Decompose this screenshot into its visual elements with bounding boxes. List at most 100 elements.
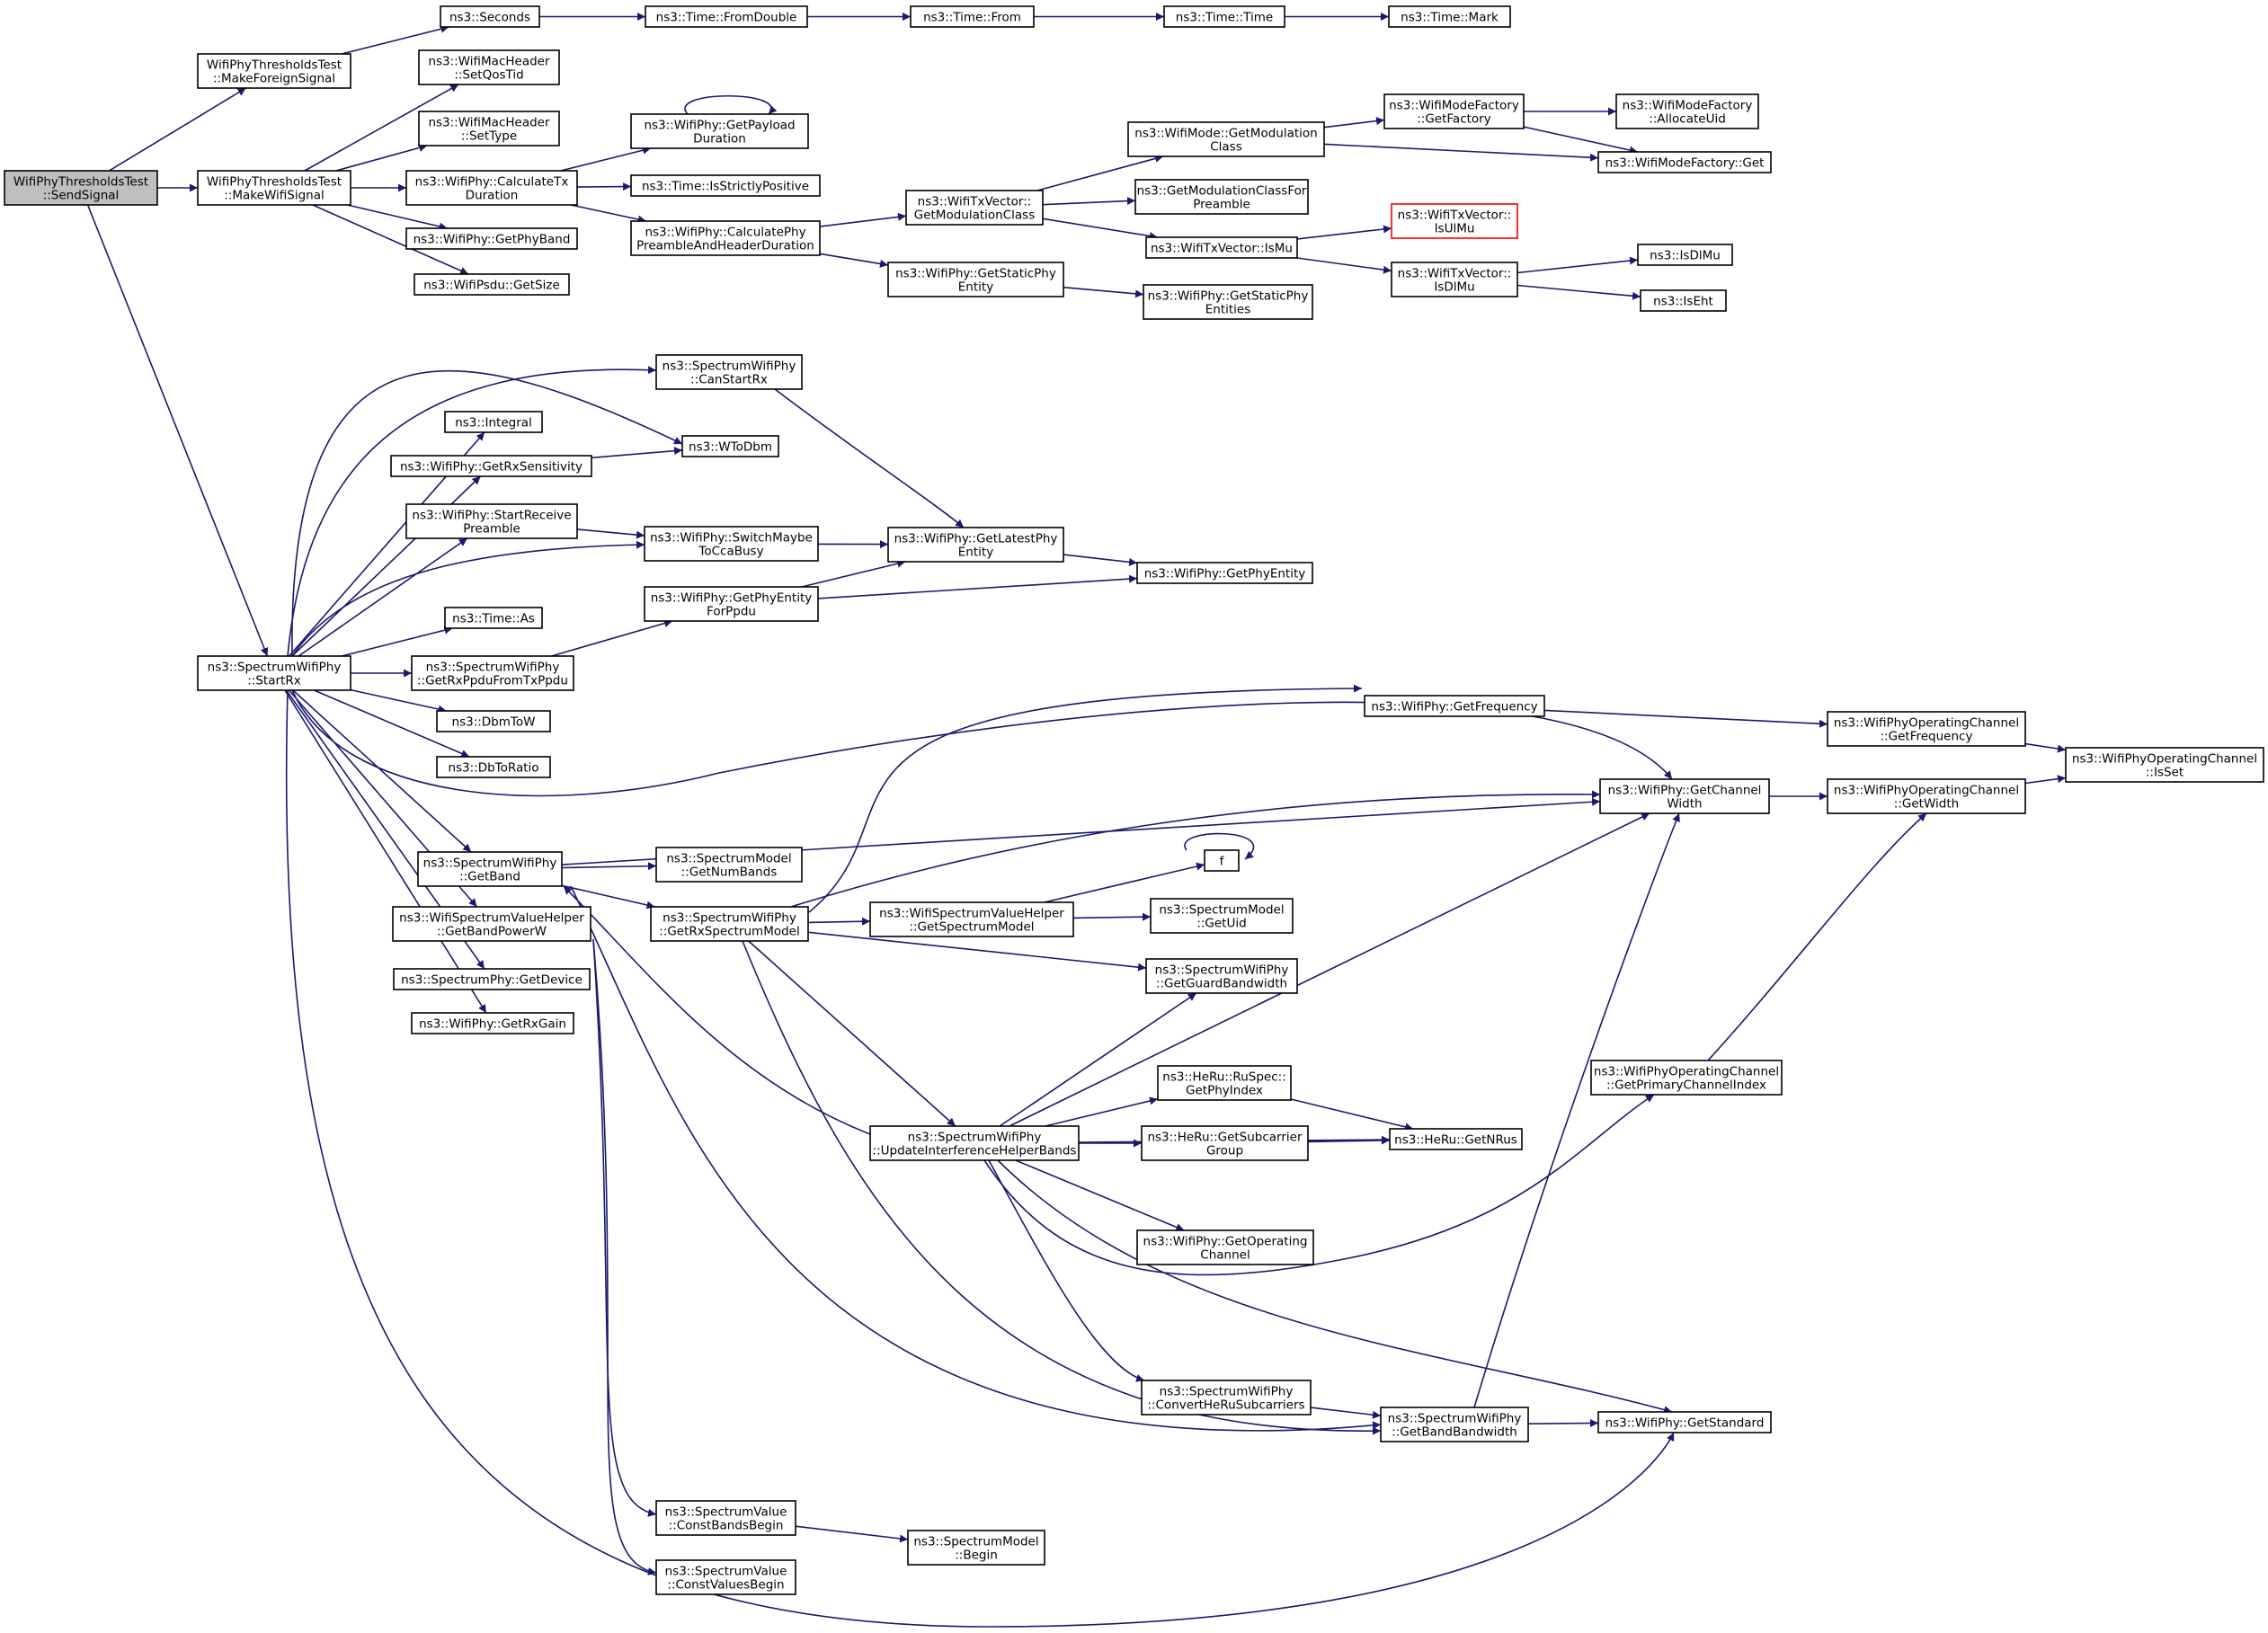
node-box: [1391, 203, 1518, 239]
node-label: ns3::SpectrumWifiPhy: [423, 856, 557, 871]
node-opChGetPrimary[interactable]: ns3::WifiPhyOperatingChannel::GetPrimary…: [1590, 1060, 1783, 1096]
node-getBandBw[interactable]: ns3::SpectrumWifiPhy::GetBandBandwidth: [1380, 1407, 1529, 1442]
edge-getModClassTx-to-isMu: [1042, 217, 1159, 241]
node-opChGetFreq[interactable]: ns3::WifiPhyOperatingChannel::GetFrequen…: [1827, 711, 2026, 747]
node-fnF[interactable]: f: [1204, 849, 1240, 872]
node-smBegin[interactable]: ns3::SpectrumModel::Begin: [907, 1530, 1045, 1566]
node-getRxGain[interactable]: ns3::WifiPhy::GetRxGain: [411, 1012, 574, 1034]
node-getNRus[interactable]: ns3::HeRu::GetNRus: [1389, 1128, 1523, 1150]
node-convertHeRu[interactable]: ns3::SpectrumWifiPhy::ConvertHeRuSubcarr…: [1141, 1380, 1312, 1416]
edge-txIsDlMu-to-isEht: [1516, 284, 1641, 300]
node-getPhyEntity[interactable]: ns3::WifiPhy::GetPhyEntity: [1136, 562, 1313, 584]
node-setQosTid[interactable]: ns3::WifiMacHeader::SetQosTid: [418, 49, 560, 85]
node-calcPhyPre[interactable]: ns3::WifiPhy::CalculatePhyPreambleAndHea…: [630, 220, 821, 256]
node-label: ns3::WifiTxVector::: [918, 195, 1032, 209]
node-isEht[interactable]: ns3::IsEht: [1640, 289, 1727, 312]
node-label: ::UpdateInterferenceHelperBands: [873, 1144, 1077, 1158]
node-startRx[interactable]: ns3::SpectrumWifiPhy::StartRx: [197, 655, 351, 691]
node-constValuesBegin[interactable]: ns3::SpectrumValue::ConstValuesBegin: [655, 1559, 796, 1595]
node-getBand[interactable]: ns3::SpectrumWifiPhy::GetBand: [417, 851, 563, 887]
node-getFrequency[interactable]: ns3::WifiPhy::GetFrequency: [1364, 695, 1545, 717]
node-label: Preamble: [1193, 198, 1250, 212]
node-box: [1615, 93, 1759, 129]
node-sendSignal[interactable]: WifiPhyThresholdsTest::SendSignal: [4, 170, 158, 206]
node-getBandPowerW[interactable]: ns3::WifiSpectrumValueHelper::GetBandPow…: [392, 906, 591, 942]
node-timeMark[interactable]: ns3::Time::Mark: [1388, 5, 1511, 28]
node-getGuardBw[interactable]: ns3::SpectrumWifiPhy::GetGuardBandwidth: [1145, 958, 1298, 994]
edge-getPhyEntityForPpdu-to-getLatestPhyEntity: [801, 559, 906, 588]
node-updateIHB[interactable]: ns3::SpectrumWifiPhy::UpdateInterference…: [869, 1125, 1080, 1161]
node-isStrictlyPos[interactable]: ns3::Time::IsStrictlyPositive: [630, 174, 821, 197]
edge-updateIHB-to-opChGetPrimary: [983, 1094, 1655, 1276]
node-wsvhGetSpecModel[interactable]: ns3::WifiSpectrumValueHelper::GetSpectru…: [869, 901, 1074, 937]
node-getDevice[interactable]: ns3::SpectrumPhy::GetDevice: [393, 968, 591, 990]
node-box: [197, 170, 351, 206]
node-setType[interactable]: ns3::WifiMacHeader::SetType: [418, 111, 560, 146]
node-getRxPpdu[interactable]: ns3::SpectrumWifiPhy::GetRxPpduFromTxPpd…: [411, 655, 574, 691]
edge-getRxSpecModel-to-getChWidth: [790, 790, 1601, 908]
node-isDlMu[interactable]: ns3::IsDlMu: [1637, 244, 1733, 266]
node-dbToRatio[interactable]: ns3::DbToRatio: [436, 756, 551, 778]
node-constBandsBegin[interactable]: ns3::SpectrumValue::ConstBandsBegin: [655, 1500, 796, 1536]
node-wToDbm[interactable]: ns3::WToDbm: [681, 435, 779, 457]
node-getSize[interactable]: ns3::WifiPsdu::GetSize: [414, 273, 570, 296]
node-getPhyIndex[interactable]: ns3::HeRu::RuSpec::GetPhyIndex: [1157, 1065, 1292, 1101]
node-opChGetWidth[interactable]: ns3::WifiPhyOperatingChannel::GetWidth: [1827, 778, 2026, 814]
node-allocateUid[interactable]: ns3::WifiModeFactory::AllocateUid: [1615, 93, 1759, 129]
node-makeWifi[interactable]: WifiPhyThresholdsTest::MakeWifiSignal: [197, 170, 351, 206]
node-timeAs[interactable]: ns3::Time::As: [444, 607, 543, 629]
node-label: ns3::WifiPhy::GetFrequency: [1371, 700, 1537, 714]
node-label: ns3::WifiMode::GetModulation: [1134, 127, 1317, 141]
node-label: Entities: [1205, 303, 1251, 317]
node-box: [655, 354, 803, 390]
node-getNumBands[interactable]: ns3::SpectrumModel::GetNumBands: [655, 847, 803, 883]
edge-getRxSpecModel-to-getGuardBw: [807, 931, 1147, 972]
node-getRxSens[interactable]: ns3::WifiPhy::GetRxSensitivity: [390, 455, 592, 477]
edge-startRx-to-getBand: [292, 689, 472, 853]
node-dbmToW[interactable]: ns3::DbmToW: [436, 710, 551, 732]
node-opChIsSet[interactable]: ns3::WifiPhyOperatingChannel::IsSet: [2065, 747, 2264, 783]
node-getRxSpecModel[interactable]: ns3::SpectrumWifiPhy::GetRxSpectrumModel: [650, 906, 809, 942]
node-timeFrom[interactable]: ns3::Time::From: [910, 5, 1035, 28]
node-label: ::SetType: [461, 129, 517, 144]
node-txIsDlMu[interactable]: ns3::WifiTxVector::IsDlMu: [1391, 262, 1518, 297]
node-label: ns3::WifiPhy::SwitchMaybe: [650, 531, 813, 546]
node-getModClassTx[interactable]: ns3::WifiTxVector::GetModulationClass: [905, 190, 1044, 226]
node-box: [1157, 1065, 1292, 1101]
node-box: [869, 1125, 1080, 1161]
node-getPhyBand[interactable]: ns3::WifiPhy::GetPhyBand: [405, 227, 578, 250]
edge-updateIHB-to-getOpChannel: [1015, 1159, 1185, 1231]
node-box: [436, 756, 551, 778]
node-makeForeign[interactable]: WifiPhyThresholdsTest::MakeForeignSignal: [197, 53, 351, 89]
node-fromDouble[interactable]: ns3::Time::FromDouble: [645, 5, 808, 28]
node-integral[interactable]: ns3::Integral: [444, 411, 543, 433]
node-timeTime[interactable]: ns3::Time::Time: [1163, 5, 1285, 28]
node-label: ns3::IsEht: [1653, 295, 1713, 309]
node-getStandard[interactable]: ns3::WifiPhy::GetStandard: [1597, 1411, 1772, 1433]
node-isUlMu[interactable]: ns3::WifiTxVector::IsUlMu: [1391, 203, 1518, 239]
node-label: ns3::SpectrumPhy::GetDevice: [401, 973, 583, 988]
node-isMu[interactable]: ns3::WifiTxVector::IsMu: [1145, 236, 1298, 259]
node-modeGetModClass[interactable]: ns3::WifiMode::GetModulationClass: [1127, 121, 1325, 157]
node-modeFactoryGet[interactable]: ns3::WifiModeFactory::Get: [1597, 151, 1772, 173]
node-seconds[interactable]: ns3::Seconds: [440, 5, 540, 28]
node-smGetUid[interactable]: ns3::SpectrumModel::GetUid: [1150, 898, 1294, 934]
node-modeFactoryGetFactory[interactable]: ns3::WifiModeFactory::GetFactory: [1383, 93, 1525, 129]
edge-startRx-to-dbmToW: [350, 688, 447, 714]
node-label: ::ConstBandsBegin: [669, 1519, 784, 1533]
node-canStartRx[interactable]: ns3::SpectrumWifiPhy::CanStartRx: [655, 354, 803, 390]
node-box: [1380, 1407, 1529, 1442]
node-label: ns3::Integral: [455, 416, 532, 430]
